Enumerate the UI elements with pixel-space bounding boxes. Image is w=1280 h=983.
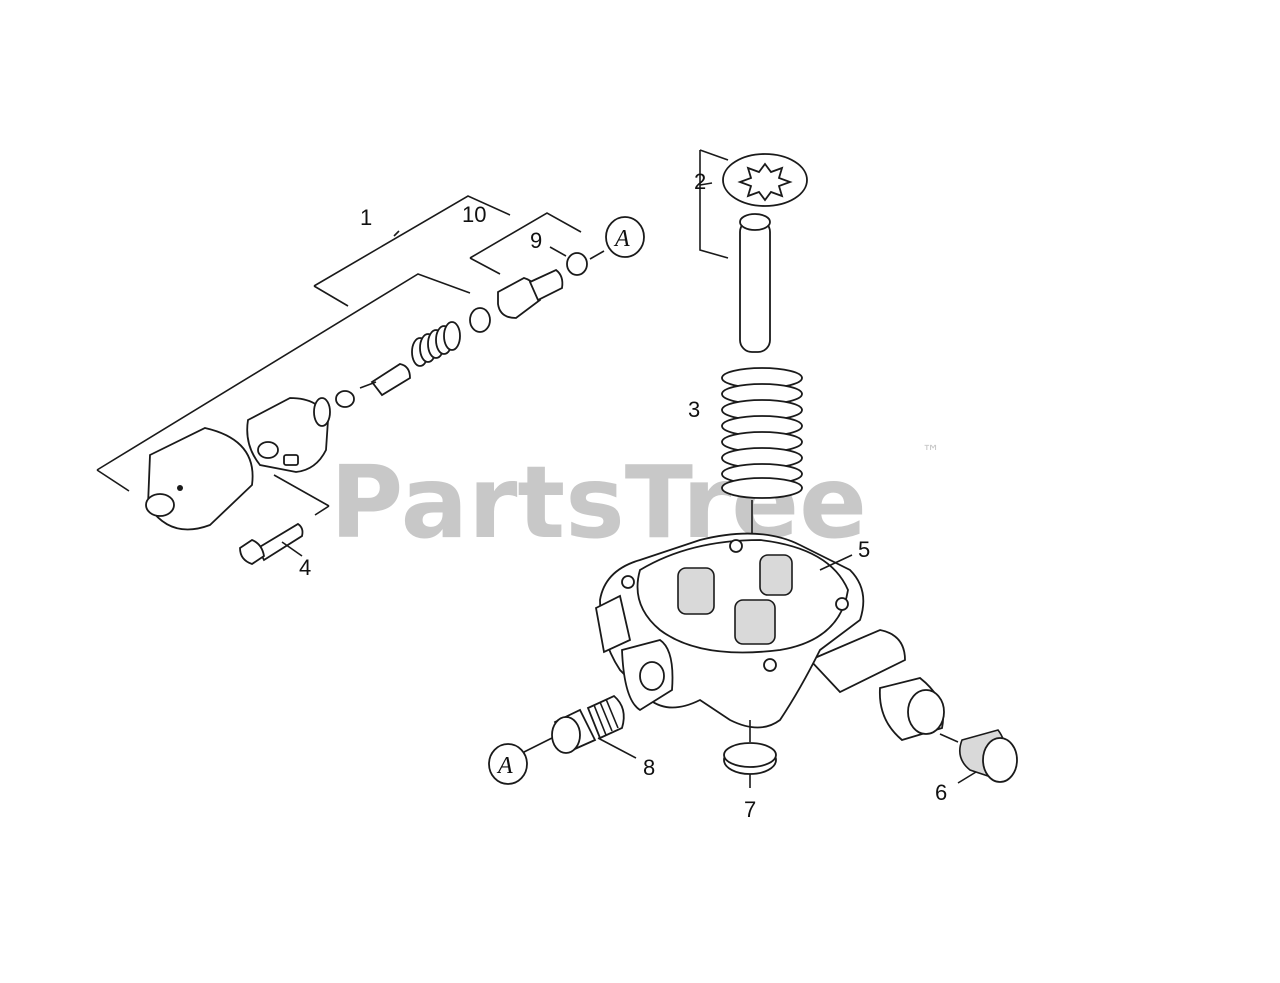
o-ring-small	[335, 390, 355, 408]
callout-10: 10	[462, 202, 486, 227]
unloader-assembly: A	[96, 195, 645, 565]
star-washer	[722, 153, 808, 207]
valve-cap	[145, 427, 254, 531]
svg-text:A: A	[613, 226, 630, 252]
outlet-fitting	[879, 677, 945, 742]
pump-assembly: A	[488, 149, 1018, 788]
seal	[723, 742, 777, 775]
callout-6: 6	[935, 780, 947, 805]
svg-text:A: A	[496, 753, 513, 779]
valve-fitting	[497, 268, 564, 319]
check-valve	[551, 694, 625, 754]
o-ring-9	[566, 252, 588, 276]
o-ring	[469, 307, 491, 333]
pump-head	[594, 532, 906, 729]
reference-mark-a-bottom: A	[488, 743, 528, 785]
piston-rod	[739, 213, 771, 353]
callout-7: 7	[744, 797, 756, 822]
callout-4: 4	[299, 555, 311, 580]
callout-8: 8	[643, 755, 655, 780]
valve-spring	[411, 321, 461, 367]
valve-body	[246, 397, 331, 473]
piston-pin	[359, 363, 411, 397]
callout-2: 2	[694, 169, 706, 194]
callout-9: 9	[530, 228, 542, 253]
reference-mark-a-top: A	[605, 216, 645, 258]
piston-spring	[721, 367, 803, 499]
filter-screen	[959, 729, 1018, 783]
trademark-symbol: ™	[922, 442, 940, 463]
callout-1: 1	[360, 205, 372, 230]
bolt	[239, 522, 304, 565]
callout-5: 5	[858, 537, 870, 562]
callout-3: 3	[688, 397, 700, 422]
